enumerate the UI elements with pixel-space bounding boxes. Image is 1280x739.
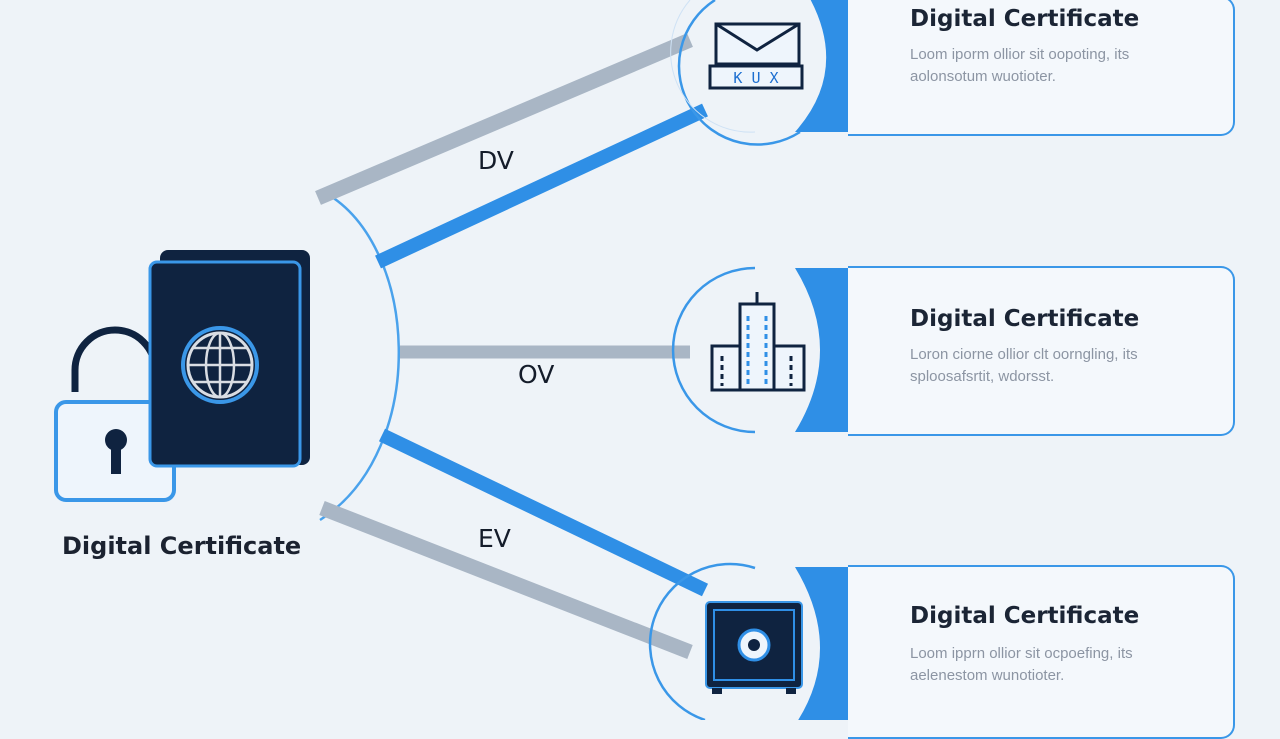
connector-dv-blue [375,103,708,269]
card-description: Loom iporm ollior sit oopoting, its aolo… [910,46,1130,85]
card-title: Digital Certificate [910,6,1140,32]
connector-label-ev: EV [478,524,511,553]
node-ov [671,266,848,434]
hub-arc [319,188,400,522]
card-dv: Digital Certificate Loom iporm ollior si… [848,0,1235,136]
card-title: Digital Certificate [910,306,1140,332]
vault-icon [705,601,803,694]
passport-icon [148,250,310,468]
connector-label-dv: DV [478,146,514,175]
node-dv: K U X [670,0,848,146]
building-icon [710,292,806,392]
email-icon: K U X [708,22,804,90]
diagram-graphics: K U X [54,0,848,720]
connector-dv-gray [315,33,693,205]
diagram-canvas: K U X [54,0,1235,739]
card-description: Loron ciorne ollior clt oorngling, its s… [910,346,1138,385]
connector-ev-gray [319,501,693,659]
card-ev: Digital Certificate Loom ipprn ollior si… [848,565,1235,739]
node-ev [648,562,848,720]
main-title: Digital Certificate [62,532,302,560]
svg-text:K U X: K U X [733,69,778,87]
card-description: Loom ipprn ollior sit ocpoefing, its ael… [910,645,1133,684]
connector-label-ov: OV [518,360,555,389]
card-ov: Digital Certificate Loron ciorne ollior … [848,266,1235,436]
card-title: Digital Certificate [910,603,1140,629]
padlock-icon [54,326,176,502]
connector-ev-blue [378,428,709,597]
globe-icon [181,326,259,404]
